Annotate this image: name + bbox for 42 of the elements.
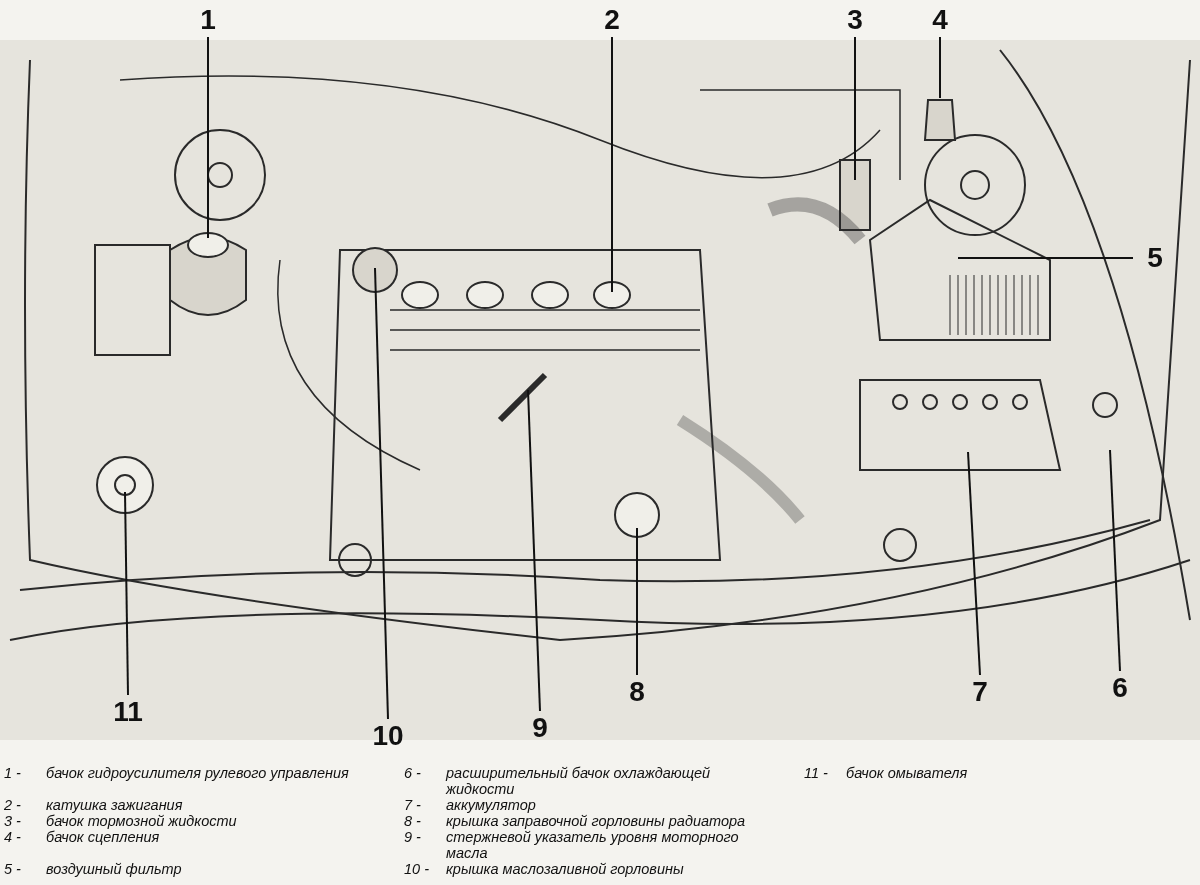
leader-line xyxy=(124,491,129,696)
legend-number: 4 - xyxy=(4,829,22,847)
callout-number: 3 xyxy=(833,3,877,37)
callout-number: 8 xyxy=(615,675,659,709)
leader-line xyxy=(1109,449,1121,672)
legend-number: 10 - xyxy=(404,861,430,877)
legend-number: 3 - xyxy=(4,813,22,829)
legend-number: 1 - xyxy=(4,765,22,783)
callout-number: 10 xyxy=(366,719,410,753)
legend-text: крышка маслозаливной горловины xyxy=(446,861,685,877)
legend-number: 6 - xyxy=(404,765,422,783)
legend-text: бачок гидроусилителя рулевого управления xyxy=(46,765,350,783)
leader-line xyxy=(636,527,638,676)
callout-number: 5 xyxy=(1133,241,1177,275)
callout-number: 7 xyxy=(958,675,1002,709)
legend-text: бачок тормозной жидкости xyxy=(46,813,238,829)
legend-number: 11 - xyxy=(804,765,829,783)
leader-line xyxy=(374,267,389,720)
callout-number: 4 xyxy=(918,3,962,37)
legend-text: крышка заправочной горловины радиатора xyxy=(446,813,747,829)
leader-line xyxy=(207,36,209,239)
leader-line xyxy=(967,451,981,676)
legend-number: 8 - xyxy=(404,813,422,829)
legend-text: катушка зажигания xyxy=(46,797,184,813)
leader-line xyxy=(939,36,941,99)
callout-number: 2 xyxy=(590,3,634,37)
callout-number: 6 xyxy=(1098,671,1142,705)
callout-number: 11 xyxy=(106,695,150,729)
legend-number: 5 - xyxy=(4,861,22,877)
legend-number: 9 - xyxy=(404,829,422,847)
legend-number: 2 - xyxy=(4,797,22,813)
legend-number: 7 - xyxy=(404,797,422,813)
leader-line xyxy=(854,36,856,181)
legend-text: воздушный фильтр xyxy=(46,861,183,877)
legend-text: бачок сцепления xyxy=(46,829,161,847)
legend-text: аккумулятор xyxy=(446,797,537,813)
callout-number: 9 xyxy=(518,711,562,745)
leader-line xyxy=(957,257,1134,259)
leader-line xyxy=(527,389,541,712)
leader-line xyxy=(611,36,613,293)
legend-text: бачок омывателя xyxy=(846,765,969,783)
callout-number: 1 xyxy=(186,3,230,37)
